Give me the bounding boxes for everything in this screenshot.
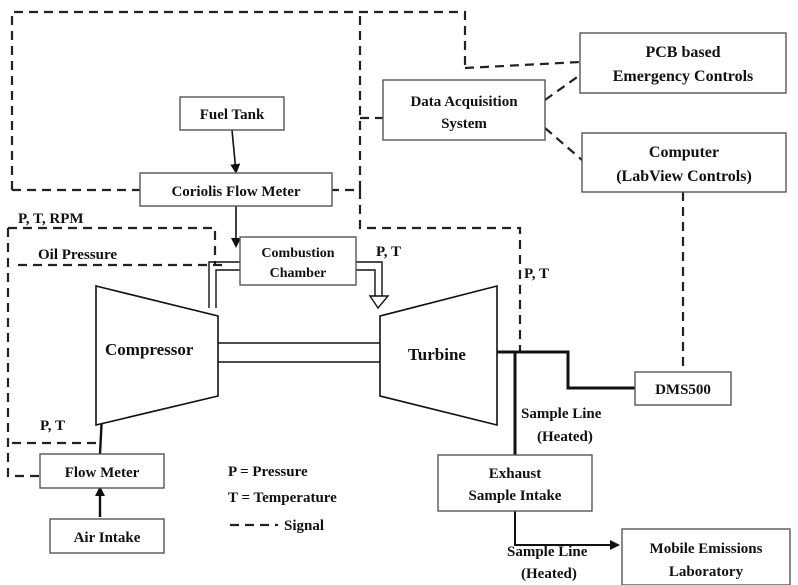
exhaust-label-1: Exhaust [489, 466, 542, 482]
pcb-box [579, 32, 787, 94]
dms500-box [634, 371, 732, 406]
signal-left-vertical [6, 228, 40, 478]
mel-label-1: Mobile Emissions [650, 541, 763, 557]
daq-box [382, 79, 546, 141]
combustion-label-2: Chamber [270, 266, 327, 281]
sample-line-1-label-a: Sample Line [521, 406, 602, 422]
combustion-label-1: Combustion [261, 246, 334, 261]
signal-pt-rpm [8, 226, 217, 265]
air-intake-box [49, 518, 165, 554]
legend-temperature: T = Temperature [228, 490, 337, 506]
turbine-label: Turbine [408, 345, 466, 364]
fuel-tank-box [179, 96, 285, 131]
arrow-fuel [230, 129, 241, 174]
legend-signal: Signal [284, 518, 324, 534]
pt-turbine-label: P, T [524, 266, 549, 282]
legend: P = Pressure T = Temperature Signal [228, 464, 337, 534]
legend-pressure: P = Pressure [228, 464, 308, 480]
flow-lines [95, 129, 635, 550]
signal-turbine-pt [358, 190, 522, 352]
mel-label-2: Laboratory [669, 564, 744, 580]
exhaust-label-2: Sample Intake [469, 488, 562, 504]
sample-line-1-label-b: (Heated) [537, 429, 593, 445]
coriolis-label: Coriolis Flow Meter [171, 184, 300, 200]
signal-daq-top [464, 60, 581, 70]
computer-label-2: (LabView Controls) [616, 168, 752, 185]
computer-label-1: Computer [649, 144, 719, 161]
pcb-label-2: Emergency Controls [613, 68, 754, 85]
air-intake-label: Air Intake [74, 530, 141, 546]
sample-line-2-label-b: (Heated) [521, 566, 577, 582]
computer-box [581, 132, 787, 193]
signal-daq-pcb [544, 74, 581, 101]
compressor-label: Compressor [105, 340, 194, 359]
fuel-tank-label: Fuel Tank [200, 107, 265, 123]
pcb-label-1: PCB based [645, 44, 720, 61]
signal-coriolis-right [330, 12, 362, 192]
sample-line-2-label-a: Sample Line [507, 544, 588, 560]
flow-meter-label: Flow Meter [65, 465, 140, 481]
daq-label-1: Data Acquisition [410, 94, 518, 110]
turbine-shape [379, 284, 498, 427]
signal-daq-computer [544, 127, 583, 161]
signal-lines [6, 10, 685, 478]
mel-box [621, 528, 791, 585]
arrow-to-mel [514, 511, 620, 550]
line-exhaust-dms [497, 350, 635, 390]
exhaust-box [437, 454, 593, 512]
daq-label-2: System [441, 116, 487, 132]
oil-pressure-label: Oil Pressure [38, 247, 117, 263]
pt-rpm-label: P, T, RPM [18, 211, 84, 227]
coriolis-box [139, 172, 333, 207]
dms500-label: DMS500 [655, 382, 711, 398]
combustion-box [239, 236, 357, 286]
flow-meter-box [39, 453, 165, 489]
pt-combustor-label: P, T [376, 244, 401, 260]
compressor-shape [95, 284, 219, 427]
pt-intake-label: P, T [40, 418, 65, 434]
